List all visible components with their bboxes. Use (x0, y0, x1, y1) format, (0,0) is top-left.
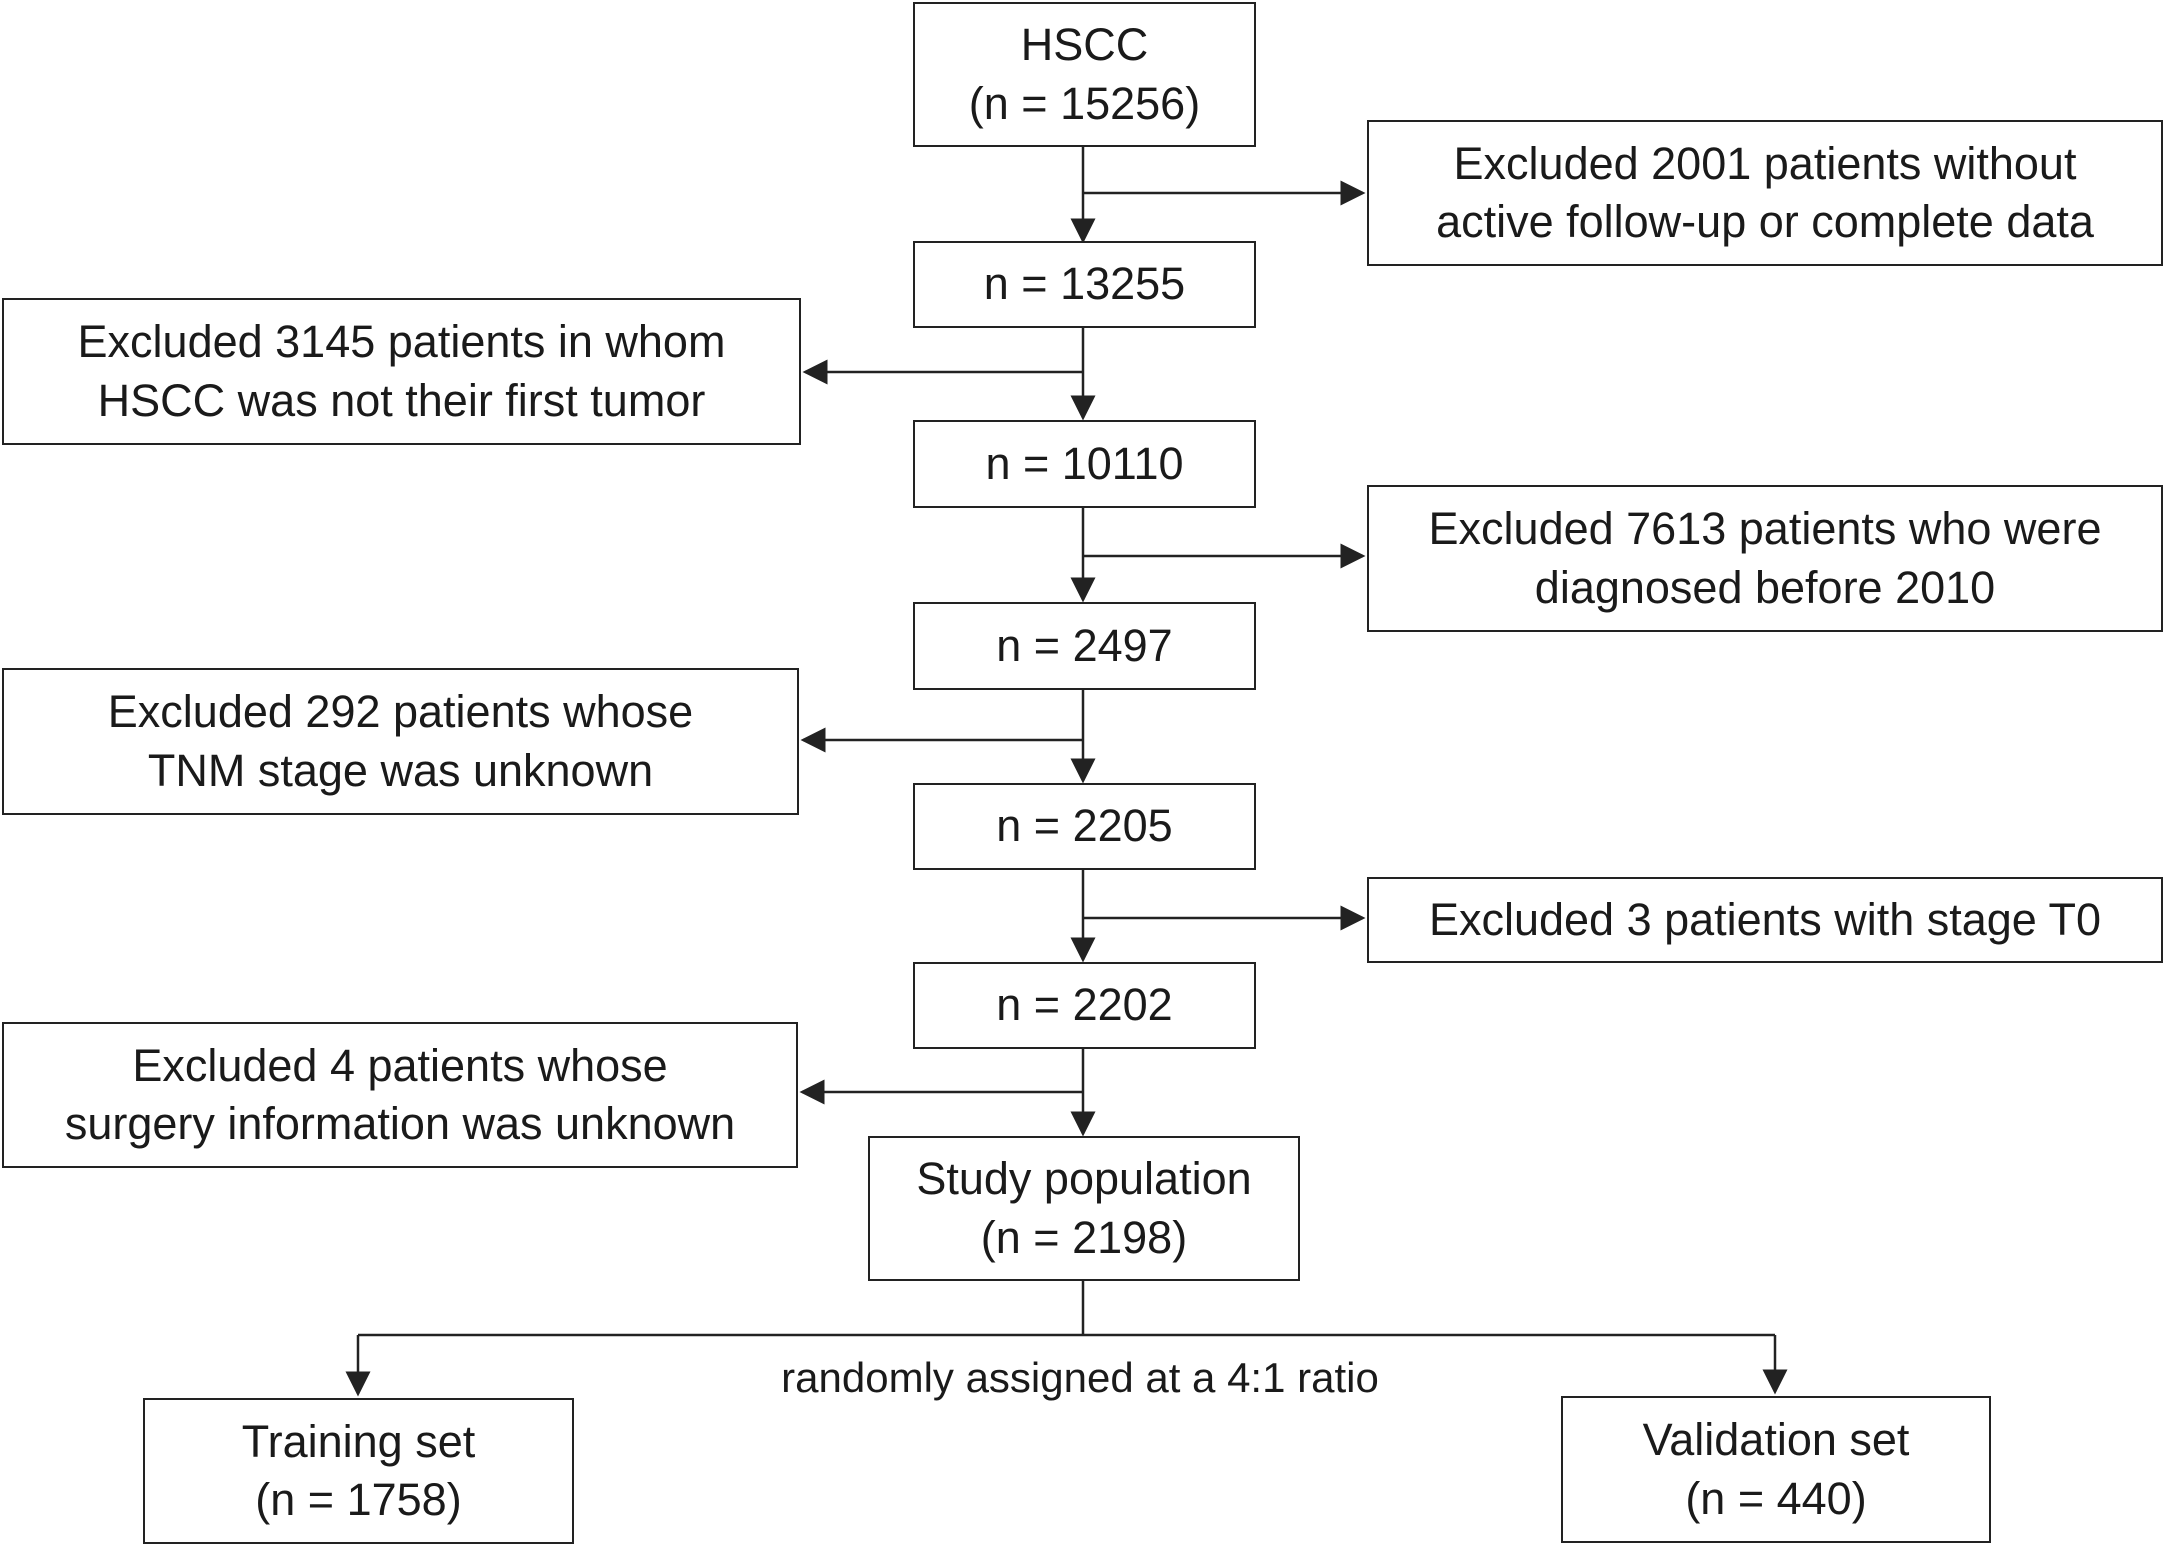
exclusion-first-tumor-line1: Excluded 3145 patients in whom (77, 316, 726, 367)
study-population-title: Study population (916, 1153, 1252, 1204)
exclusion-box-stage-t0: Excluded 3 patients with stage T0 (1367, 877, 2163, 963)
n13255-box: n = 13255 (913, 241, 1256, 328)
exclusion-box-diagnosis-year: Excluded 7613 patients who were diagnose… (1367, 485, 2163, 632)
n10110-count: n = 10110 (985, 437, 1184, 489)
exclusion-followup-line2: active follow-up or complete data (1436, 196, 2094, 247)
exclusion-stage-t0-line1: Excluded 3 patients with stage T0 (1428, 893, 2102, 945)
training-set-box: Training set (n = 1758) (143, 1398, 574, 1544)
n2205-count: n = 2205 (996, 800, 1173, 852)
n2202-box: n = 2202 (913, 962, 1256, 1049)
study-population-count: (n = 2198) (980, 1211, 1188, 1263)
n13255-count: n = 13255 (983, 258, 1186, 310)
training-set-title: Training set (241, 1415, 476, 1467)
exclusion-box-tnm-stage: Excluded 292 patients whose TNM stage wa… (2, 668, 799, 815)
exclusion-tnm-stage-line2: TNM stage was unknown (147, 744, 654, 796)
n2202-count: n = 2202 (996, 979, 1173, 1031)
validation-set-box: Validation set (n = 440) (1561, 1396, 1991, 1543)
n2497-count: n = 2497 (996, 619, 1173, 671)
hscc-title: HSCC (1020, 19, 1149, 70)
validation-set-count: (n = 440) (1685, 1472, 1867, 1524)
exclusion-diagnosis-year-line2: diagnosed before 2010 (1534, 561, 1996, 613)
exclusion-followup-line1: Excluded 2001 patients without (1453, 137, 2077, 189)
n2497-box: n = 2497 (913, 602, 1256, 690)
exclusion-surgery-line2: surgery information was unknown (64, 1098, 736, 1149)
exclusion-box-surgery: Excluded 4 patients whose surgery inform… (2, 1022, 798, 1168)
exclusion-first-tumor-line2: HSCC was not their first tumor (97, 374, 706, 426)
exclusion-diagnosis-year-line1: Excluded 7613 patients who were (1428, 503, 2102, 554)
hscc-box: HSCC (n = 15256) (913, 2, 1256, 147)
training-set-count: (n = 1758) (255, 1474, 462, 1525)
exclusion-tnm-stage-line1: Excluded 292 patients whose (107, 686, 694, 737)
hscc-count: (n = 15256) (968, 77, 1201, 129)
split-ratio-label: randomly assigned at a 4:1 ratio (781, 1354, 1379, 1401)
n2205-box: n = 2205 (913, 783, 1256, 870)
validation-set-title: Validation set (1642, 1414, 1910, 1465)
exclusion-surgery-line1: Excluded 4 patients whose (132, 1039, 668, 1091)
n10110-box: n = 10110 (913, 420, 1256, 508)
study-population-box: Study population (n = 2198) (868, 1136, 1300, 1281)
exclusion-box-first-tumor: Excluded 3145 patients in whom HSCC was … (2, 298, 801, 445)
exclusion-box-followup: Excluded 2001 patients without active fo… (1367, 120, 2163, 266)
